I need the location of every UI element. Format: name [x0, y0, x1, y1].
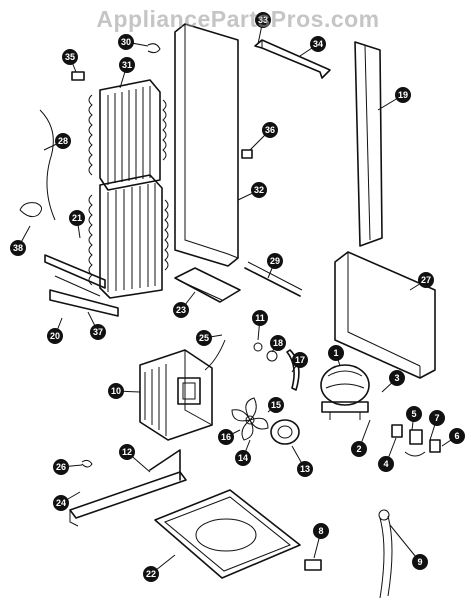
svg-text:34: 34	[313, 39, 323, 49]
callout-21: 21	[69, 210, 85, 226]
callout-20: 20	[47, 328, 63, 344]
drain-rail	[69, 449, 187, 527]
svg-text:17: 17	[295, 355, 305, 365]
callout-33: 33	[255, 12, 271, 28]
top-bracket	[254, 39, 331, 79]
svg-text:9: 9	[417, 557, 422, 567]
callout-2: 2	[351, 441, 367, 457]
capillary-tube	[19, 109, 56, 221]
svg-text:12: 12	[122, 447, 132, 457]
svg-text:18: 18	[273, 338, 283, 348]
svg-text:20: 20	[50, 331, 60, 341]
base-pan	[154, 489, 301, 579]
svg-text:32: 32	[254, 185, 264, 195]
callout-15: 15	[268, 397, 284, 413]
callout-7: 7	[429, 410, 445, 426]
drain-hose	[378, 509, 393, 599]
fan-blade	[231, 397, 269, 441]
svg-text:3: 3	[394, 373, 399, 383]
svg-text:14: 14	[238, 453, 248, 463]
svg-text:19: 19	[398, 90, 408, 100]
svg-text:25: 25	[199, 333, 209, 343]
callout-14: 14	[235, 450, 251, 466]
svg-text:36: 36	[265, 125, 275, 135]
svg-text:27: 27	[421, 275, 431, 285]
svg-text:28: 28	[58, 136, 68, 146]
svg-text:5: 5	[411, 409, 416, 419]
callout-11: 11	[252, 310, 268, 326]
compressor	[320, 364, 370, 420]
callout-36: 36	[262, 122, 278, 138]
svg-text:38: 38	[13, 243, 23, 253]
callout-12: 12	[119, 444, 135, 460]
callout-28: 28	[55, 133, 71, 149]
callout-25: 25	[196, 330, 212, 346]
svg-text:10: 10	[111, 386, 121, 396]
svg-text:31: 31	[122, 60, 132, 70]
svg-text:23: 23	[176, 305, 186, 315]
right-panel	[354, 41, 383, 247]
svg-text:4: 4	[383, 459, 388, 469]
callout-3: 3	[389, 370, 405, 386]
callout-23: 23	[173, 302, 189, 318]
svg-text:7: 7	[434, 413, 439, 423]
callout-32: 32	[251, 182, 267, 198]
callout-1: 1	[328, 345, 344, 361]
evaporator-upper	[88, 79, 167, 191]
callout-30: 30	[118, 34, 134, 50]
svg-text:13: 13	[300, 464, 310, 474]
callout-31: 31	[119, 57, 135, 73]
svg-text:21: 21	[72, 213, 82, 223]
evaporator-lower	[88, 174, 169, 299]
callout-5: 5	[406, 406, 422, 422]
drip-tray-bracket	[44, 254, 119, 317]
callout-8: 8	[313, 523, 329, 539]
svg-text:15: 15	[271, 400, 281, 410]
callout-4: 4	[378, 456, 394, 472]
insulation-block	[334, 251, 436, 379]
callout-22: 22	[143, 566, 159, 582]
drain-trough	[174, 267, 241, 303]
heater-tube	[244, 261, 303, 297]
svg-text:8: 8	[318, 526, 323, 536]
callout-29: 29	[267, 253, 283, 269]
callout-26: 26	[53, 459, 69, 475]
callout-18: 18	[270, 335, 286, 351]
callout-10: 10	[108, 383, 124, 399]
callout-17: 17	[292, 352, 308, 368]
callout-16: 16	[218, 429, 234, 445]
callout-6: 6	[449, 428, 465, 444]
svg-text:33: 33	[258, 15, 268, 25]
fan-motor	[270, 419, 300, 445]
callout-9: 9	[412, 554, 428, 570]
callout-19: 19	[395, 87, 411, 103]
callout-27: 27	[418, 272, 434, 288]
callout-24: 24	[53, 495, 69, 511]
callout-35: 35	[62, 49, 78, 65]
callout-38: 38	[10, 240, 26, 256]
relay-parts	[391, 424, 441, 457]
condenser-fan-housing	[139, 349, 213, 441]
svg-text:37: 37	[93, 327, 103, 337]
svg-text:24: 24	[56, 498, 66, 508]
svg-text:29: 29	[270, 256, 280, 266]
svg-text:6: 6	[454, 431, 459, 441]
svg-text:26: 26	[56, 462, 66, 472]
callout-13: 13	[297, 461, 313, 477]
svg-text:16: 16	[221, 432, 231, 442]
center-panel	[174, 23, 239, 267]
svg-text:2: 2	[356, 444, 361, 454]
svg-text:35: 35	[65, 52, 75, 62]
svg-text:11: 11	[255, 313, 265, 323]
callout-34: 34	[310, 36, 326, 52]
svg-text:1: 1	[333, 348, 338, 358]
svg-text:22: 22	[146, 569, 156, 579]
callout-37: 37	[90, 324, 106, 340]
small-parts	[71, 43, 322, 571]
svg-text:30: 30	[121, 37, 131, 47]
